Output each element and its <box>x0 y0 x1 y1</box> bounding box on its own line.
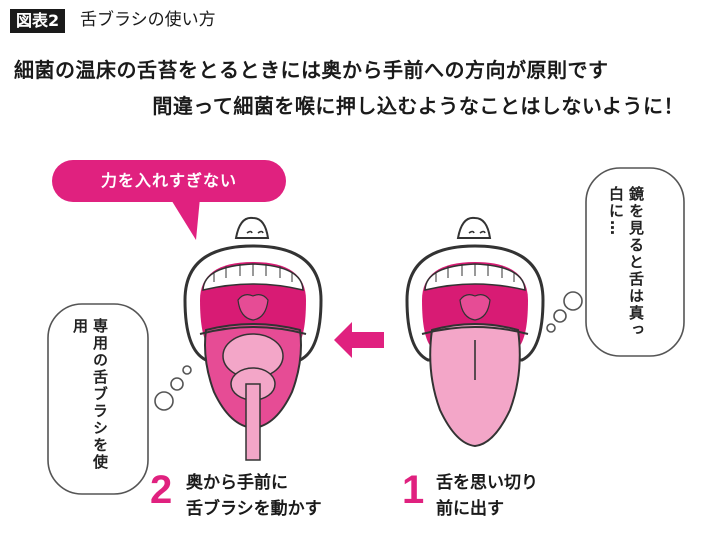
brush-thought-bubble <box>47 303 192 495</box>
mirror-thought-bubble <box>546 167 685 357</box>
step-1-number: 1 <box>402 468 425 512</box>
brush-note-text: 専用の舌ブラシを使用 <box>71 318 109 471</box>
step-1-line-1: 舌を思い切り <box>436 473 538 493</box>
direction-arrow <box>334 322 384 358</box>
warning-label: 力を入れすぎない <box>100 171 237 190</box>
step-2-line-1: 奥から手前に <box>186 473 288 493</box>
step-2-line-2: 舌ブラシを動かす <box>186 499 322 519</box>
lead-line-1: 細菌の温床の舌苔をとるときには奥から手前への方向が原則です <box>14 58 609 82</box>
step-1-line-2: 前に出す <box>436 499 504 519</box>
warning-callout <box>52 160 286 240</box>
figure-tag: 図表2 <box>10 9 66 33</box>
figure-title: 舌ブラシの使い方 <box>80 10 216 30</box>
mirror-note-text: 鏡を見ると舌は真っ白に… <box>607 186 645 339</box>
step-2-number: 2 <box>150 468 173 512</box>
mouth-step-2 <box>183 216 323 461</box>
lead-line-2: 間違って細菌を喉に押し込むようなことはしないように！ <box>152 94 684 118</box>
mouth-step-1 <box>405 216 545 448</box>
